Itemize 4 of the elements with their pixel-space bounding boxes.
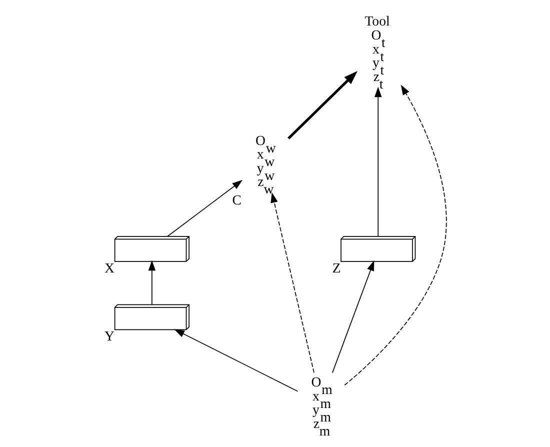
node-label: X xyxy=(104,260,114,276)
node-label: C xyxy=(232,192,241,208)
node-label: Z xyxy=(332,260,340,276)
node-label: Y xyxy=(104,328,114,344)
